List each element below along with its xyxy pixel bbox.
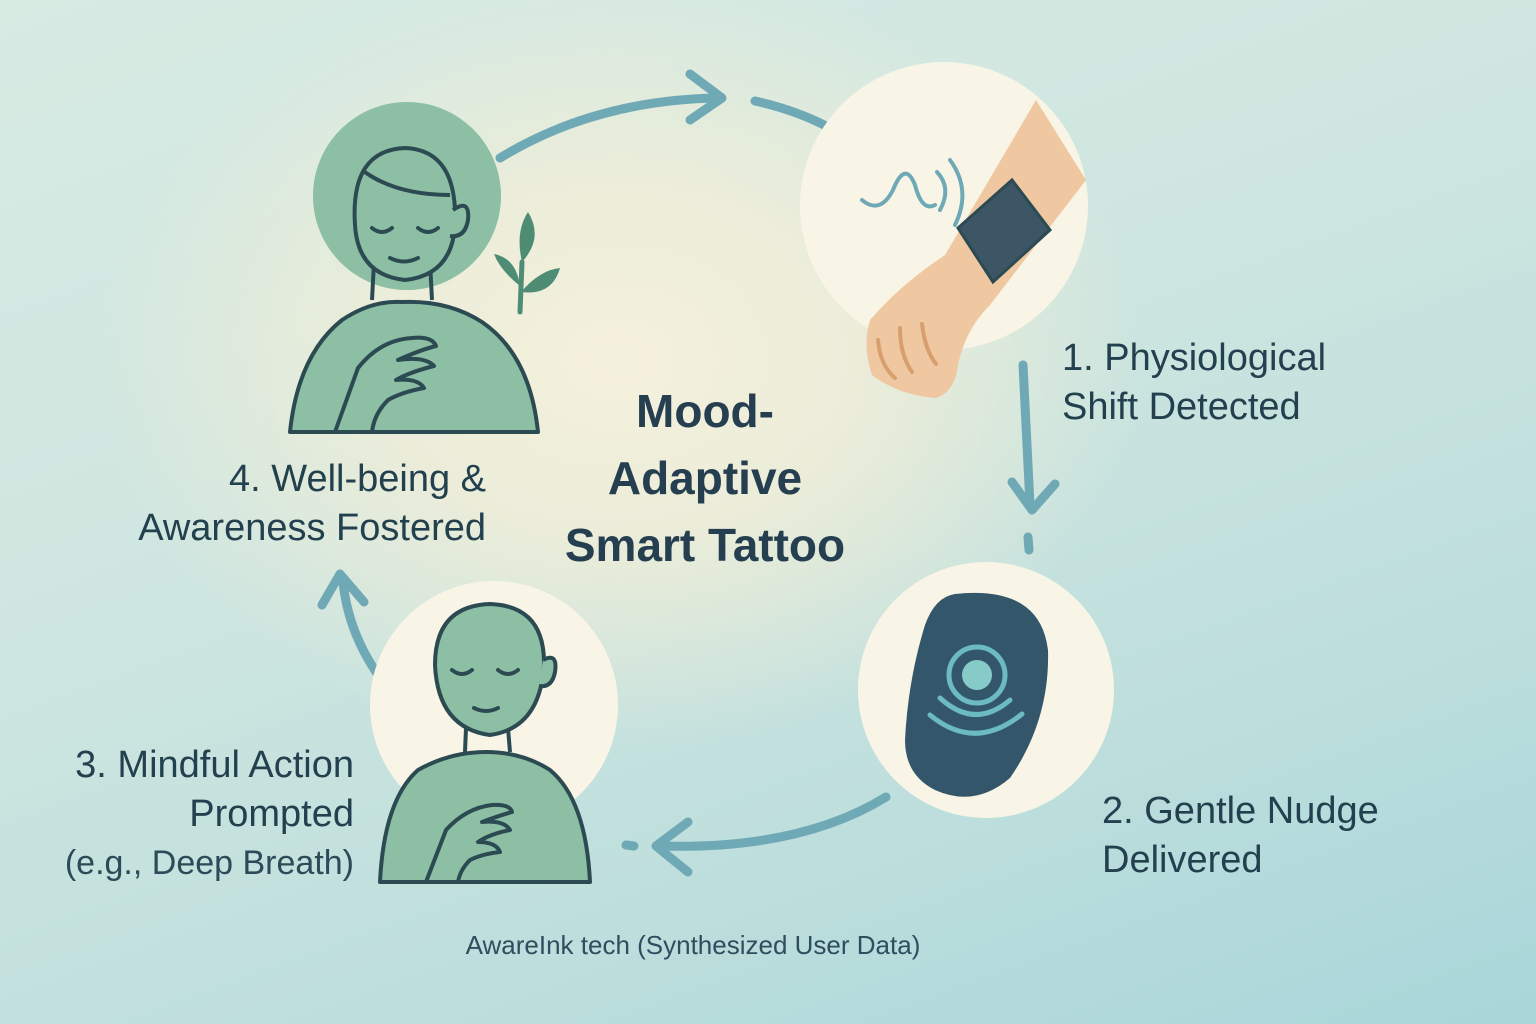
step-3-line-2: Prompted (189, 793, 354, 835)
title-line-3: Smart Tattoo (564, 519, 846, 571)
step-4-label: 4. Well-being & Awareness Fostered (138, 455, 486, 553)
step-2-line-2: Delivered (1102, 839, 1263, 881)
title-line-2: Adaptive (607, 452, 803, 504)
step-1-line-2: Shift Detected (1062, 386, 1301, 428)
device-pulse-icon (858, 562, 1114, 818)
arrow-bottom-tail (621, 840, 639, 851)
diagram-title: Mood- Adaptive Smart Tattoo (530, 378, 880, 579)
step-1-line-1: 1. Physiological (1062, 337, 1327, 379)
calm-person-icon (288, 102, 560, 434)
step-3-line-1: 3. Mindful Action (75, 744, 354, 786)
title-line-1: Mood- (636, 385, 774, 437)
arrow-bottom-head (651, 817, 693, 877)
arrow-right-tail (1023, 532, 1034, 555)
step-2-line-1: 2. Gentle Nudge (1102, 790, 1379, 832)
step-3-note: (e.g., Deep Breath) (64, 844, 354, 882)
arrow-right (1018, 360, 1035, 510)
arrow-bottom (655, 792, 891, 851)
arrow-right-head (1007, 477, 1060, 515)
step-1-label: 1. Physiological Shift Detected (1062, 334, 1326, 432)
step-4-line-1: 4. Well-being & (229, 458, 486, 500)
arrow-top (495, 93, 723, 163)
step-4-line-2: Awareness Fostered (138, 507, 486, 549)
arrow-left (338, 577, 381, 677)
cycle-arrows (317, 69, 1060, 877)
arrow-top-head (685, 69, 727, 125)
step-3-label: 3. Mindful Action Prompted (e.g., Deep B… (65, 741, 354, 888)
source-caption: AwareInk tech (Synthesized User Data) (465, 930, 921, 960)
arrow-top-tail (750, 96, 831, 131)
arrow-left-head (317, 569, 369, 610)
wrist-band-icon (800, 62, 1088, 398)
step-2-label: 2. Gentle Nudge Delivered (1102, 787, 1379, 885)
breathing-person-icon (370, 581, 618, 884)
